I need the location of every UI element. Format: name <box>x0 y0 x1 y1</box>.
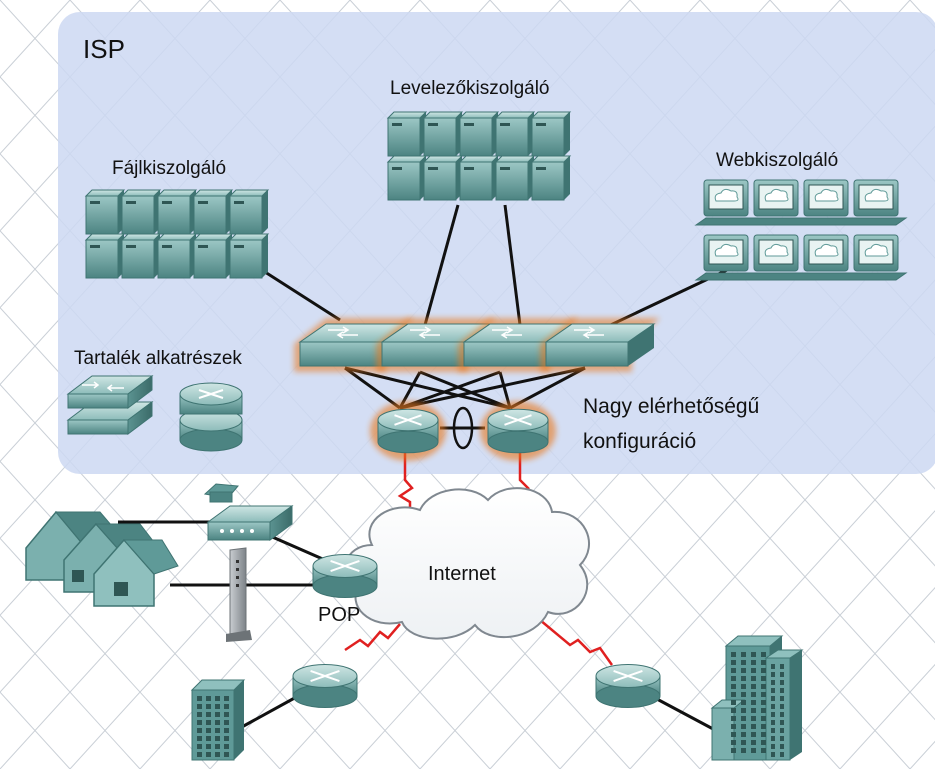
server-unit <box>530 111 572 157</box>
server-unit <box>156 189 198 235</box>
server-unit <box>228 189 270 235</box>
monitor-unit <box>703 179 749 217</box>
high-availability-label-line1: Nagy elérhetőségű <box>583 395 760 418</box>
web-server-label: Webkiszolgáló <box>716 150 839 171</box>
monitor-unit <box>803 234 849 272</box>
internet-cloud <box>344 487 591 640</box>
spare-router-icon <box>179 382 243 452</box>
server-unit <box>228 233 270 279</box>
switch-unit <box>458 318 578 372</box>
server-unit <box>530 155 572 201</box>
server-unit <box>386 155 428 201</box>
file-server-label: Fájlkiszolgáló <box>112 158 227 179</box>
branch-router-right-icon <box>595 663 661 709</box>
router-unit <box>480 401 556 461</box>
server-unit <box>84 233 126 279</box>
mail-server-rack <box>386 111 572 201</box>
bundle-loop <box>452 406 474 450</box>
switch-unit <box>540 318 660 372</box>
monitor-unit <box>853 179 899 217</box>
server-unit <box>386 111 428 157</box>
server-unit <box>458 111 500 157</box>
monitor-unit <box>853 234 899 272</box>
pop-router-icon <box>312 553 378 599</box>
isp-label: ISP <box>83 34 125 64</box>
server-unit <box>120 233 162 279</box>
server-unit <box>192 189 234 235</box>
cables <box>118 204 728 732</box>
server-unit <box>156 233 198 279</box>
router-unit <box>292 663 358 709</box>
spare-switch-icon <box>66 375 154 435</box>
router-unit <box>595 663 661 709</box>
web-server-farm <box>694 179 908 281</box>
modem-phone-icon <box>203 483 294 541</box>
internet-label: Internet <box>428 563 496 585</box>
mail-server-label: Levelezőkiszolgáló <box>390 78 550 99</box>
server-unit <box>120 189 162 235</box>
branch-router-left-icon <box>292 663 358 709</box>
router-unit <box>370 401 446 461</box>
pop-label: POP <box>318 604 361 626</box>
file-server-rack <box>84 189 270 279</box>
server-unit <box>422 111 464 157</box>
office-building-small-icon <box>190 679 246 761</box>
server-unit <box>494 155 536 201</box>
router-unit <box>312 553 378 599</box>
spare-parts-label: Tartalék alkatrészek <box>74 348 242 369</box>
ha-router-pair <box>370 401 556 461</box>
switch-cluster <box>294 318 660 372</box>
monitor-unit <box>753 179 799 217</box>
server-unit <box>494 111 536 157</box>
office-towers-icon <box>710 635 804 761</box>
monitor-unit <box>703 234 749 272</box>
server-unit <box>84 189 126 235</box>
houses-icon <box>25 510 179 607</box>
server-unit <box>192 233 234 279</box>
high-availability-label-line2: konfiguráció <box>583 430 697 453</box>
monitor-unit <box>753 234 799 272</box>
isp-zone <box>58 12 935 474</box>
monitor-unit <box>803 179 849 217</box>
cable-modem-tower-icon <box>226 547 252 642</box>
server-unit <box>422 155 464 201</box>
server-unit <box>458 155 500 201</box>
